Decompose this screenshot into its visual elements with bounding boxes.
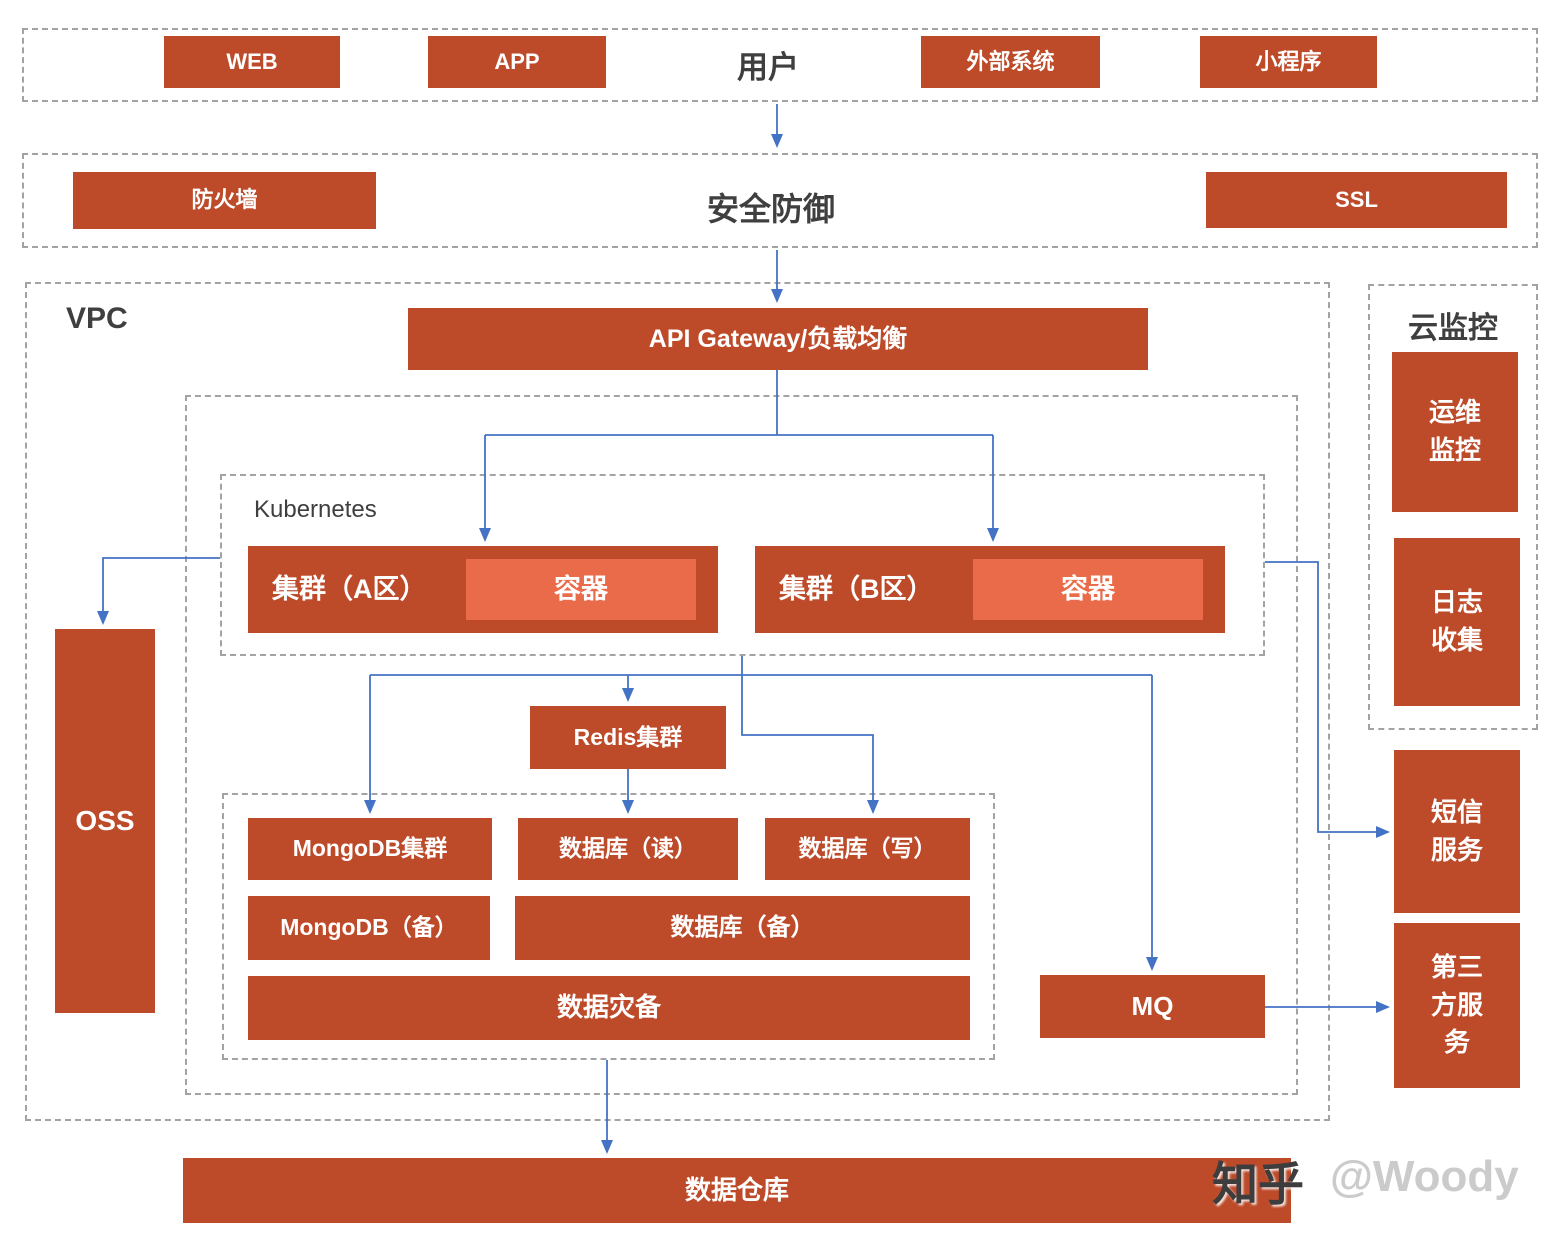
ops-monitor-label: 运维监控 <box>1428 397 1481 465</box>
ssl-box: SSL <box>1206 172 1507 228</box>
oss-box: OSS <box>55 629 155 1013</box>
sms-service-label: 短信服务 <box>1430 796 1483 865</box>
third-party-service-label: 第三方服务 <box>1430 951 1483 1058</box>
container-b-box: 容器 <box>973 559 1203 620</box>
container-a-box: 容器 <box>466 559 696 620</box>
third-party-service-box: 第三方服务 <box>1394 923 1520 1088</box>
watermark-author: @Woody <box>1330 1152 1519 1201</box>
vpc-label: VPC <box>66 302 128 335</box>
users-band-title: 用户 <box>737 50 799 85</box>
mongodb-backup-box: MongoDB（备） <box>248 896 490 960</box>
ops-monitor-box: 运维监控 <box>1392 352 1518 512</box>
data-warehouse-box: 数据仓库 <box>183 1158 1291 1223</box>
kubernetes-container <box>220 474 1265 656</box>
watermark-brand: 知乎 <box>1212 1158 1304 1210</box>
database-group-container <box>222 793 995 1060</box>
sms-service-box: 短信服务 <box>1394 750 1520 913</box>
db-write-box: 数据库（写） <box>765 818 970 880</box>
web-box: WEB <box>164 36 340 88</box>
cloud-monitor-container <box>1368 284 1538 730</box>
users-band-container <box>22 28 1538 102</box>
mini-program-box: 小程序 <box>1200 36 1377 88</box>
log-collect-label: 日志收集 <box>1430 587 1483 655</box>
cluster-a-label: 集群（A区） <box>272 574 427 605</box>
firewall-box: 防火墙 <box>73 172 376 229</box>
mq-box: MQ <box>1040 975 1265 1038</box>
cluster-a-box: 集群（A区） 容器 <box>248 546 718 633</box>
cluster-b-label: 集群（B区） <box>779 574 934 605</box>
cluster-b-box: 集群（B区） 容器 <box>755 546 1225 633</box>
api-gateway-box: API Gateway/负载均衡 <box>408 308 1148 370</box>
security-band-container <box>22 153 1538 248</box>
kubernetes-label: Kubernetes <box>254 496 377 523</box>
log-collect-box: 日志收集 <box>1394 538 1520 706</box>
redis-cluster-box: Redis集群 <box>530 706 726 769</box>
mongodb-cluster-box: MongoDB集群 <box>248 818 492 880</box>
app-box: APP <box>428 36 606 88</box>
external-system-box: 外部系统 <box>921 36 1100 88</box>
db-backup-box: 数据库（备） <box>515 896 970 960</box>
security-band-title: 安全防御 <box>706 191 835 227</box>
db-read-box: 数据库（读） <box>518 818 738 880</box>
disaster-recovery-box: 数据灾备 <box>248 976 970 1040</box>
cloud-monitor-label: 云监控 <box>1408 312 1498 345</box>
